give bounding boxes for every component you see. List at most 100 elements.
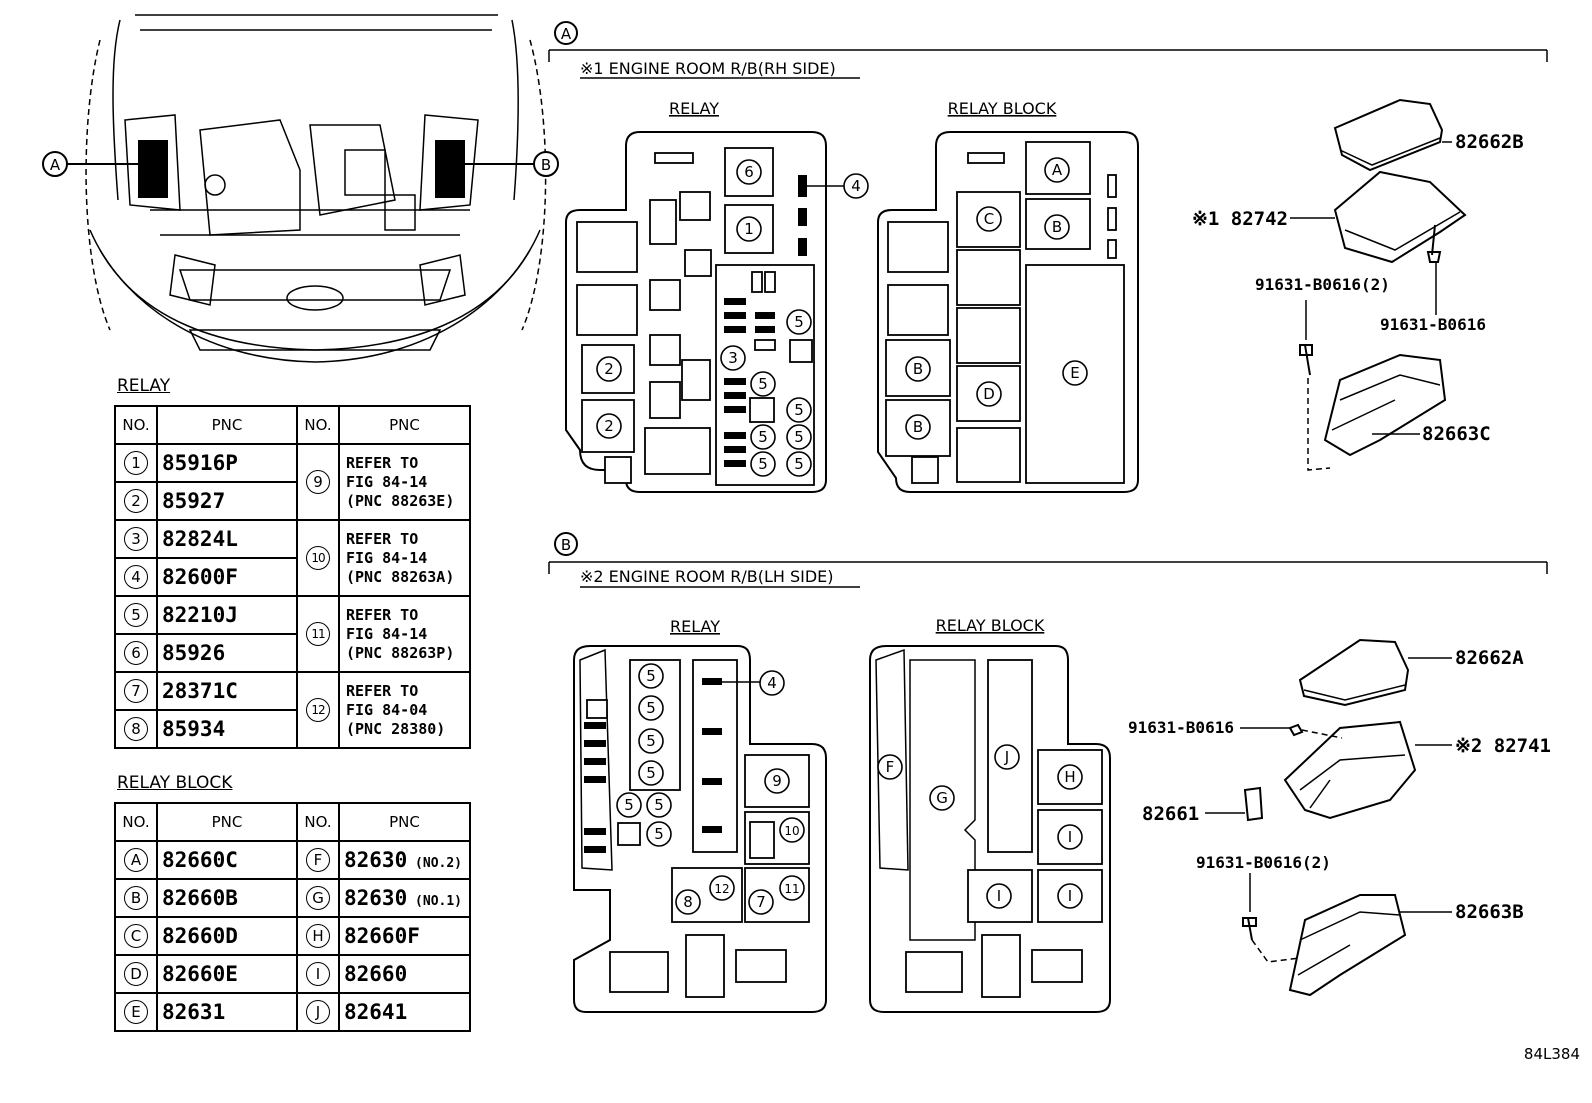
svg-text:RELAY BLOCK: RELAY BLOCK [936,616,1045,635]
number-circle: 6 [124,641,148,665]
label-7: 7 [748,889,774,915]
block-pnc: 82631 [156,992,298,1032]
part-82741: ※2 82741 [1455,735,1551,757]
relay-table-header: NO. PNC NO. PNC [114,405,471,445]
label-5: 5 [638,760,664,786]
label-a: A [1044,157,1070,183]
svg-text:A: A [1052,161,1063,179]
svg-text:5: 5 [646,764,656,782]
number-circle: 10 [306,546,330,570]
block-pnc: 82660 [338,954,471,994]
number-circle: 4 [124,565,148,589]
svg-text:RELAY: RELAY [670,617,720,636]
header-no: NO. [296,405,340,445]
block-no: J [296,992,340,1032]
relay-no: 11 [296,595,340,673]
number-circle: 5 [124,603,148,627]
part-82662b: 82662B [1455,131,1524,153]
label-9: 9 [764,768,790,794]
pnc-value: 82641 [344,1000,408,1024]
svg-text:5: 5 [794,313,804,331]
number-circle: J [306,1000,330,1024]
header-pnc: PNC [156,405,298,445]
relay-pnc: 82600F [156,557,298,597]
number-circle: 12 [306,698,330,722]
svg-text:4: 4 [767,674,777,692]
svg-text:5: 5 [794,401,804,419]
part-82663b: 82663B [1455,901,1524,923]
section-b-part-labels: 82662A 91631-B0616 ※2 82741 82661 91631-… [1128,647,1551,923]
svg-text:7: 7 [756,893,766,911]
block-pnc: 82660F [338,916,471,956]
reference-line: (PNC 88263E) [346,491,455,510]
number-circle: 8 [124,717,148,741]
relay-no: 3 [114,519,158,559]
block-pnc: 82660C [156,840,298,880]
part-82661: 82661 [1142,803,1199,825]
svg-text:5: 5 [794,455,804,473]
relay-pnc: 82210J [156,595,298,635]
svg-text:C: C [984,210,994,228]
label-b: B [1044,214,1070,240]
relay-pnc: 82824L [156,519,298,559]
number-circle: 9 [306,470,330,494]
svg-text:11: 11 [784,882,799,896]
block-no: F [296,840,340,880]
part-91631-b0616-b: 91631-B0616 [1128,718,1234,737]
svg-text:5: 5 [646,667,656,685]
label-5: 5 [750,371,776,397]
svg-text:5: 5 [654,796,664,814]
svg-text:B: B [913,418,923,436]
svg-text:E: E [1070,364,1079,382]
pnc-value: 82660 [344,962,408,986]
section-b-title: ※2 ENGINE ROOM R/B(LH SIDE) [580,567,834,586]
block-pnc: 82660D [156,916,298,956]
reference-line: REFER TO [346,529,419,548]
svg-text:2: 2 [604,417,614,435]
label-2: 2 [596,413,622,439]
reference-line: FIG 84-14 [346,548,428,567]
label-10: 10 [779,817,805,843]
header-no: NO. [114,405,158,445]
relay-no: 10 [296,519,340,597]
header-no: NO. [296,802,340,842]
label-d: D [976,381,1002,407]
svg-text:5: 5 [794,428,804,446]
label-j: J [994,744,1020,770]
svg-text:J: J [1004,748,1009,766]
label-8: 8 [675,889,701,915]
section-a-title: ※1 ENGINE ROOM R/B(RH SIDE) [580,59,836,78]
relay-no: 5 [114,595,158,635]
callout-b: B [465,151,559,177]
svg-text:5: 5 [624,796,634,814]
table-row: 4 82600F [114,557,470,597]
reference-line: (PNC 28380) [346,719,446,738]
label-c: C [976,206,1002,232]
svg-text:B: B [1052,218,1062,236]
label-5: 5 [750,424,776,450]
svg-text:10: 10 [784,824,799,838]
callout-a: A [42,151,145,177]
label-11: 11 [779,875,805,901]
number-circle: F [306,848,330,872]
block-no: I [296,954,340,994]
number-circle: A [124,848,148,872]
number-circle: C [124,924,148,948]
svg-text:A: A [561,25,572,43]
svg-text:4: 4 [851,177,861,195]
number-circle: H [306,924,330,948]
pnc-note: (NO.2) [407,856,463,871]
label-h: H [1057,764,1083,790]
reference-line: REFER TO [346,453,419,472]
